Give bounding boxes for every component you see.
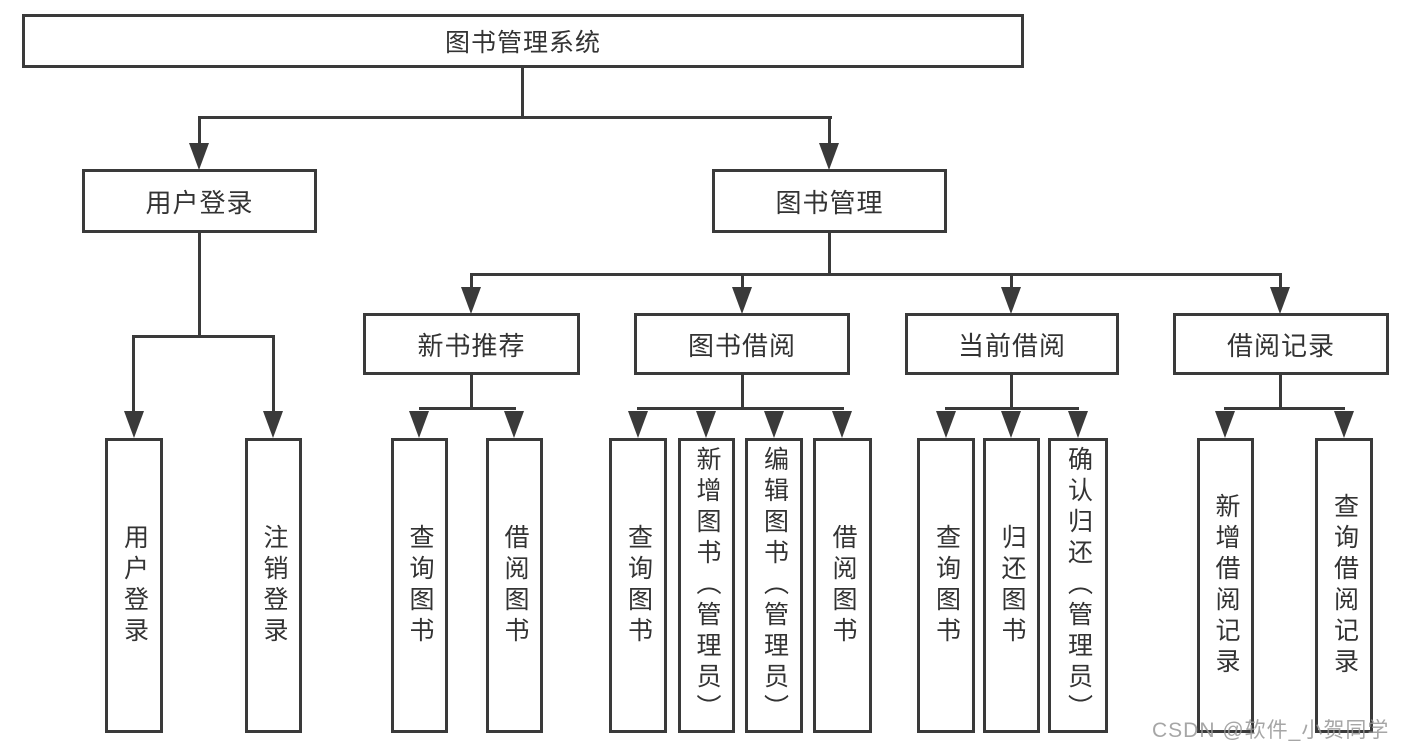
arrowhead-new-book-leaf-1 xyxy=(409,411,429,438)
connector-to-current-borrow xyxy=(1010,273,1013,290)
arrowhead-to-book-borrow xyxy=(732,287,752,314)
arrowhead-to-book-management xyxy=(819,143,839,170)
arrowhead-current-borrow-leaf-2 xyxy=(1001,411,1021,438)
leaf-borrow-book-1: 借阅图书 xyxy=(486,438,543,733)
connector-to-new-book xyxy=(470,273,473,290)
leaf-add-book-admin: 新增图书（管理员） xyxy=(678,438,735,733)
connector-book-borrow-branch xyxy=(637,407,844,410)
leaf-query-borrow-record: 查询借阅记录 xyxy=(1315,438,1373,733)
arrowhead-to-borrow-record xyxy=(1270,287,1290,314)
connector-to-borrow-record xyxy=(1279,273,1282,290)
node-current-borrow: 当前借阅 xyxy=(905,313,1119,375)
arrowhead-current-borrow-leaf-3 xyxy=(1068,411,1088,438)
leaf-edit-book-admin: 编辑图书（管理员） xyxy=(745,438,803,733)
connector-new-book-stem xyxy=(470,375,473,409)
leaf-borrow-book-2: 借阅图书 xyxy=(813,438,872,733)
connector-to-user-login xyxy=(198,116,201,146)
arrowhead-borrow-record-leaf-2 xyxy=(1334,411,1354,438)
connector-current-borrow-branch xyxy=(945,407,1079,410)
arrowhead-current-borrow-leaf-1 xyxy=(936,411,956,438)
arrowhead-new-book-leaf-2 xyxy=(504,411,524,438)
connector-book-borrow-stem xyxy=(741,375,744,409)
connector-root-branch xyxy=(198,116,832,119)
connector-borrow-record-stem xyxy=(1279,375,1282,409)
connector-borrow-record-branch xyxy=(1224,407,1345,410)
leaf-add-borrow-record: 新增借阅记录 xyxy=(1197,438,1254,733)
leaf-query-book-2: 查询图书 xyxy=(609,438,667,733)
leaf-logout: 注销登录 xyxy=(245,438,302,733)
node-user-login: 用户登录 xyxy=(82,169,317,233)
arrowhead-to-user-login xyxy=(189,143,209,170)
connector-to-book-borrow xyxy=(741,273,744,290)
connector-to-book-management xyxy=(828,116,831,146)
arrowhead-to-new-book xyxy=(461,287,481,314)
connector-user-login-branch xyxy=(133,335,274,338)
arrowhead-to-leaf-logout xyxy=(263,411,283,438)
leaf-query-book-3: 查询图书 xyxy=(917,438,975,733)
connector-new-book-branch xyxy=(419,407,516,410)
arrowhead-book-borrow-leaf-4 xyxy=(832,411,852,438)
arrowhead-to-current-borrow xyxy=(1001,287,1021,314)
node-book-management: 图书管理 xyxy=(712,169,947,233)
csdn-watermark: CSDN @软件_小贺同学 xyxy=(1152,719,1390,742)
node-book-borrow: 图书借阅 xyxy=(634,313,850,375)
node-library-management-system: 图书管理系统 xyxy=(22,14,1024,68)
connector-root-stem xyxy=(521,68,524,118)
arrowhead-book-borrow-leaf-3 xyxy=(764,411,784,438)
connector-to-leaf-login xyxy=(132,335,135,414)
leaf-confirm-return-admin: 确认归还（管理员） xyxy=(1048,438,1108,733)
arrowhead-to-leaf-login xyxy=(124,411,144,438)
leaf-query-book-1: 查询图书 xyxy=(391,438,448,733)
node-borrow-record: 借阅记录 xyxy=(1173,313,1389,375)
connector-to-leaf-logout xyxy=(272,335,275,414)
connector-user-login-stem xyxy=(198,233,201,337)
arrowhead-borrow-record-leaf-1 xyxy=(1215,411,1235,438)
connector-book-mgmt-branch xyxy=(470,273,1281,276)
leaf-return-book: 归还图书 xyxy=(983,438,1040,733)
leaf-user-login: 用户登录 xyxy=(105,438,163,733)
connector-current-borrow-stem xyxy=(1010,375,1013,409)
connector-book-mgmt-stem xyxy=(828,233,831,276)
node-new-book-recommend: 新书推荐 xyxy=(363,313,580,375)
arrowhead-book-borrow-leaf-1 xyxy=(628,411,648,438)
arrowhead-book-borrow-leaf-2 xyxy=(696,411,716,438)
